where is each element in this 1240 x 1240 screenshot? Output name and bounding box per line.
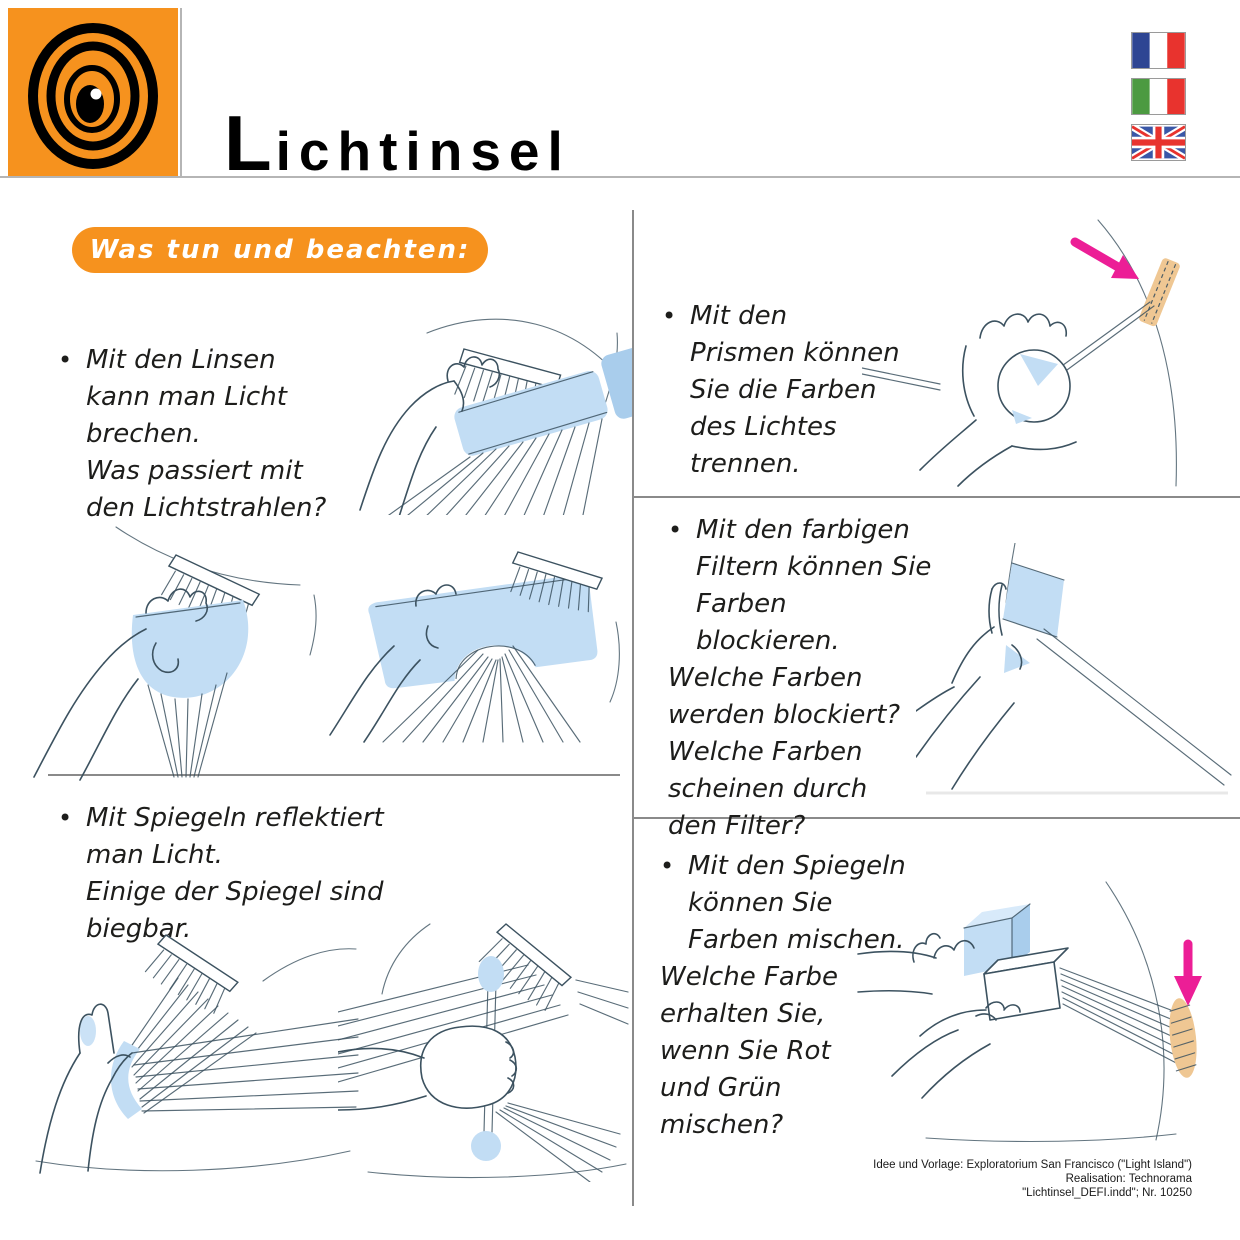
mixed-color-patch	[1169, 998, 1197, 1078]
mixing-text: Mit den Spiegeln können Sie Farben misch…	[688, 851, 906, 955]
left-section-divider	[48, 774, 620, 776]
filters-question-2: Welche Farben scheinen durch den Filter?	[668, 737, 868, 841]
filter-sheet	[1003, 563, 1064, 637]
converging-rays	[147, 672, 228, 778]
section-lenses: • Mit den Linsen kann man Licht brechen.…	[58, 342, 388, 527]
outgoing-ray	[1047, 301, 1155, 382]
bullet-marker: •	[668, 516, 683, 544]
converging-rays	[1059, 967, 1183, 1067]
spectrum-band	[1139, 258, 1180, 327]
disc-edge-arc	[262, 948, 357, 982]
mixing-question: Welche Farbe erhalten Sie, wenn Sie Rot …	[660, 962, 839, 1140]
illustration-rod-mirror	[338, 923, 629, 1182]
section-mixing: • Mit den Spiegeln können Sie Farben mis…	[660, 848, 920, 1144]
right-section-divider-1	[634, 496, 1240, 498]
cylindrical-lens	[454, 344, 632, 456]
comb-light-source	[144, 934, 239, 1014]
hand-sketch	[39, 1003, 133, 1174]
disc-edge-arc	[609, 621, 620, 703]
convex-lens	[131, 600, 249, 698]
filters-text: Mit den farbigen Filtern können Sie Farb…	[696, 515, 932, 656]
incoming-rays	[127, 977, 257, 1114]
banner-label: Was tun und beachten:	[89, 235, 471, 265]
column-divider	[632, 210, 634, 1206]
screen-edge-arc	[1097, 219, 1177, 487]
header-vertical-divider	[180, 8, 182, 176]
title-initial: L	[224, 99, 276, 187]
magenta-arrow-head	[1174, 976, 1202, 1006]
credits-line-3: "Lichtinsel_DEFI.indd"; Nr. 10250	[1022, 1187, 1192, 1199]
bullet-marker: •	[58, 804, 73, 832]
hand-sketch	[338, 1041, 518, 1111]
illustration-flexible-mirror	[35, 934, 359, 1174]
illustration-mixing-mirrors	[857, 881, 1202, 1143]
illustration-cylindrical-lens	[359, 318, 632, 515]
prisms-text: Mit den Prismen können Sie die Farben de…	[690, 301, 900, 479]
credits-line-1: Idee und Vorlage: Exploratorium San Fran…	[873, 1159, 1192, 1171]
diverging-rays	[382, 645, 581, 743]
reflected-rays	[131, 1018, 359, 1112]
comb-light-source	[510, 551, 604, 613]
flexible-mirror-strip	[110, 1041, 142, 1119]
magenta-arrow-head	[1111, 255, 1139, 279]
diverging-rays	[387, 418, 603, 515]
what-to-do-banner: Was tun und beachten:	[72, 227, 488, 273]
illustration-converging-lens	[33, 526, 317, 781]
fist-sketch	[420, 1025, 517, 1109]
filter-fold	[1004, 645, 1030, 673]
light-ray	[1036, 628, 1232, 786]
flag-france-icon	[1131, 32, 1186, 69]
lenses-text: Mit den Linsen kann man Licht brechen. W…	[86, 345, 327, 523]
filters-question-1: Welche Farben werden blockiert?	[668, 663, 901, 730]
logo-tile	[8, 8, 178, 178]
illustration-prism	[862, 219, 1180, 487]
magenta-arrow-icon	[1070, 237, 1123, 272]
illustration-concave-lens	[329, 551, 620, 743]
header-bottom-rule	[0, 176, 1240, 178]
credits-line-2: Realisation: Technorama	[1065, 1173, 1192, 1185]
hand-sketch	[359, 356, 501, 515]
hand-sketch	[916, 582, 1023, 790]
rod	[471, 956, 504, 1161]
title-rest: ichtinsel	[275, 120, 571, 182]
bullet-marker: •	[58, 346, 73, 374]
section-mirrors: • Mit Spiegeln reflektiert man Licht. Ei…	[58, 800, 438, 948]
disc-edge-arc	[381, 923, 431, 995]
flag-italy-icon	[1131, 78, 1186, 115]
target-eye-logo-icon	[28, 23, 158, 169]
hand-sketch	[33, 588, 209, 781]
bullet-marker: •	[662, 302, 677, 330]
section-filters: • Mit den farbigen Filtern können Sie Fa…	[668, 512, 938, 845]
illustration-color-filter	[916, 543, 1232, 795]
hands-sketch	[857, 932, 1021, 1099]
right-section-divider-2	[634, 817, 1240, 819]
prism-glass	[1020, 354, 1058, 386]
screen-edge-arc	[1105, 881, 1165, 1141]
incoming-ray	[862, 367, 941, 391]
section-prisms: • Mit den Prismen können Sie die Farben …	[662, 298, 902, 483]
hand-sketch	[329, 584, 457, 743]
language-flags	[1131, 32, 1186, 161]
flag-uk-icon	[1131, 124, 1186, 161]
bullet-marker: •	[660, 852, 675, 880]
lower-rays	[495, 1102, 621, 1182]
hand-sketch	[919, 313, 1077, 487]
credits: Idee und Vorlage: Exploratorium San Fran…	[690, 1158, 1192, 1200]
mirrors-text: Mit Spiegeln reflektiert man Licht. Eini…	[86, 803, 384, 944]
comb-light-source	[478, 923, 573, 1011]
